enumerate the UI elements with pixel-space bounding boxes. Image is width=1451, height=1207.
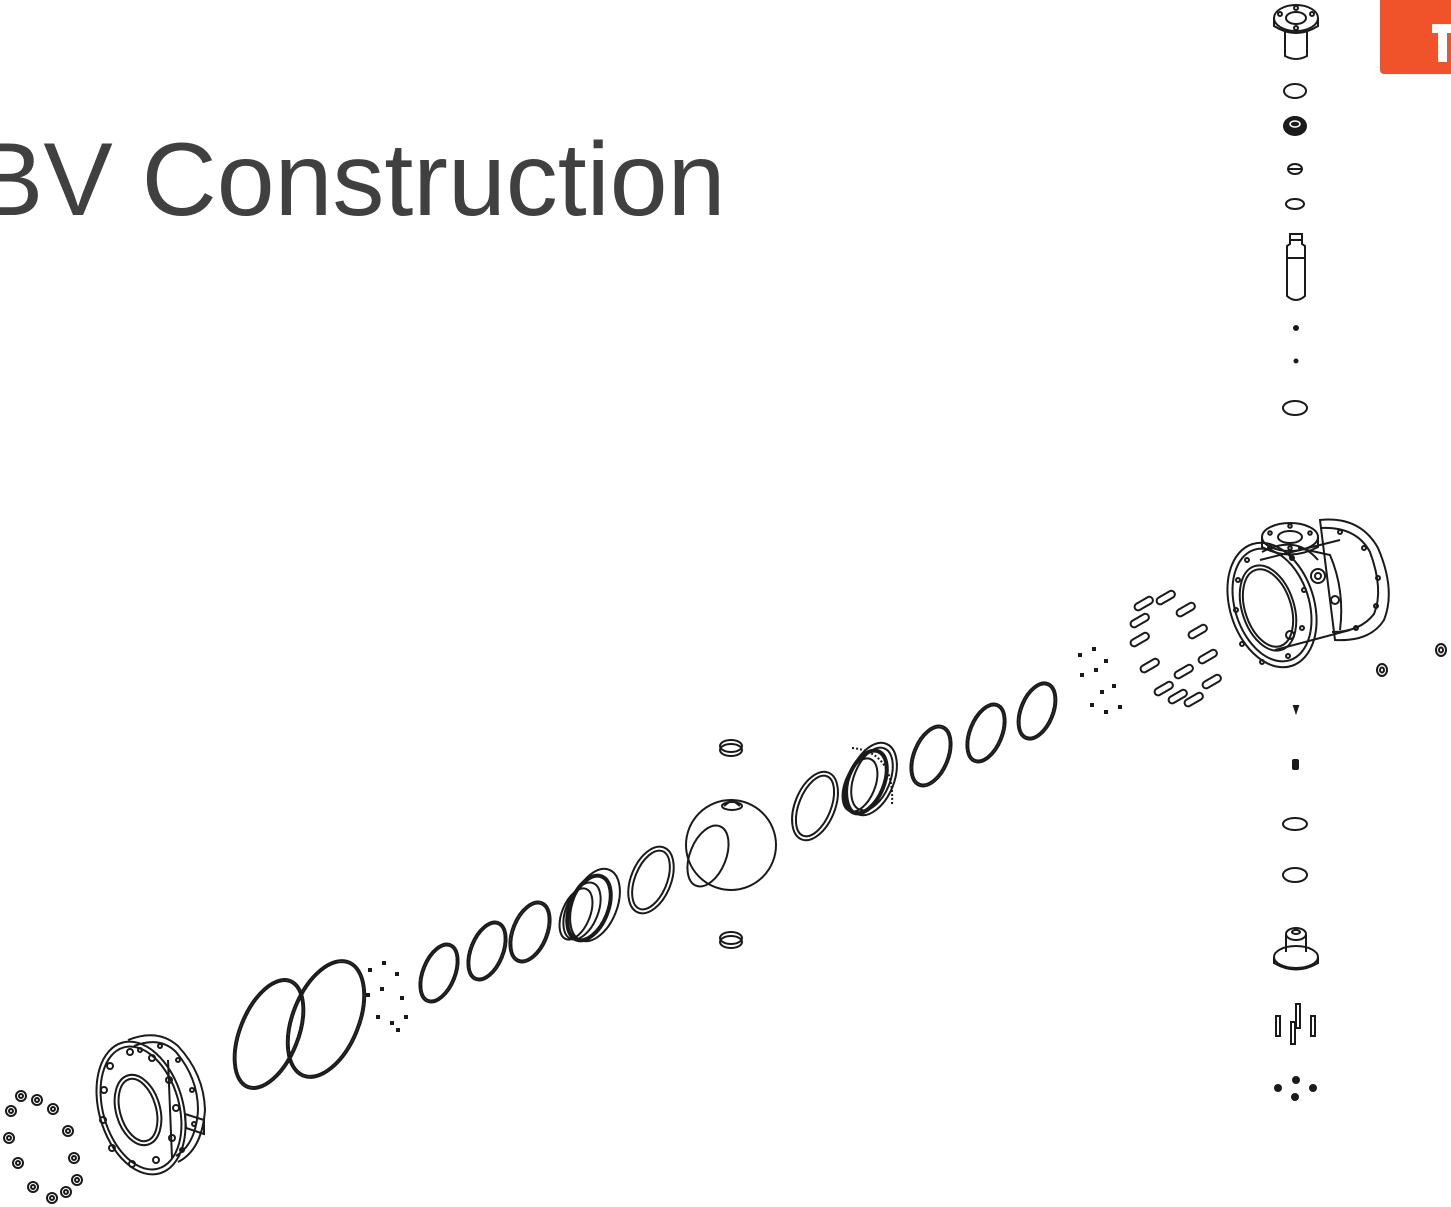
valve-stem (1286, 233, 1306, 301)
body-gaskets (232, 959, 367, 1090)
top-flange-part (1273, 4, 1319, 60)
ball-trunnion-bushing-bottom (719, 931, 743, 949)
top-bearing-part (1283, 116, 1307, 136)
left-stud-dots (366, 961, 408, 1032)
bottom-key-pin (1292, 705, 1300, 716)
body-studs (1129, 589, 1222, 708)
end-nuts (3, 1090, 83, 1204)
bottom-pin (1292, 759, 1299, 770)
stem-small-pin (1293, 358, 1299, 364)
valve-ball (685, 798, 777, 891)
bottom-oring-2 (1282, 867, 1308, 883)
body-side-nuts (1376, 643, 1447, 677)
seat-ring-left-2 (627, 845, 675, 915)
top-washer (1287, 163, 1303, 175)
slide-title: BV Construction (0, 122, 726, 238)
brand-logo-icon (1380, 0, 1451, 74)
valve-body (1226, 518, 1390, 669)
end-adapter (95, 1034, 207, 1176)
top-oring-1 (1283, 83, 1307, 99)
seat-ring-right (841, 741, 898, 817)
ball-trunnion-bushing-top (719, 739, 743, 757)
seat-ring-left (558, 867, 621, 943)
bottom-dowel-pins (1275, 1003, 1316, 1045)
seal-rings-right (909, 681, 1058, 788)
bottom-bolts (1274, 1076, 1317, 1101)
stem-key-pin (1293, 325, 1299, 331)
top-oring-2 (1285, 198, 1305, 210)
top-oring-3 (1282, 400, 1308, 416)
bottom-trunnion-cover (1273, 927, 1319, 971)
seat-ring-right-2 (791, 770, 839, 842)
body-stud-dots (1078, 647, 1122, 714)
bottom-oring-1 (1282, 817, 1308, 831)
seal-rings-left (418, 900, 552, 1004)
